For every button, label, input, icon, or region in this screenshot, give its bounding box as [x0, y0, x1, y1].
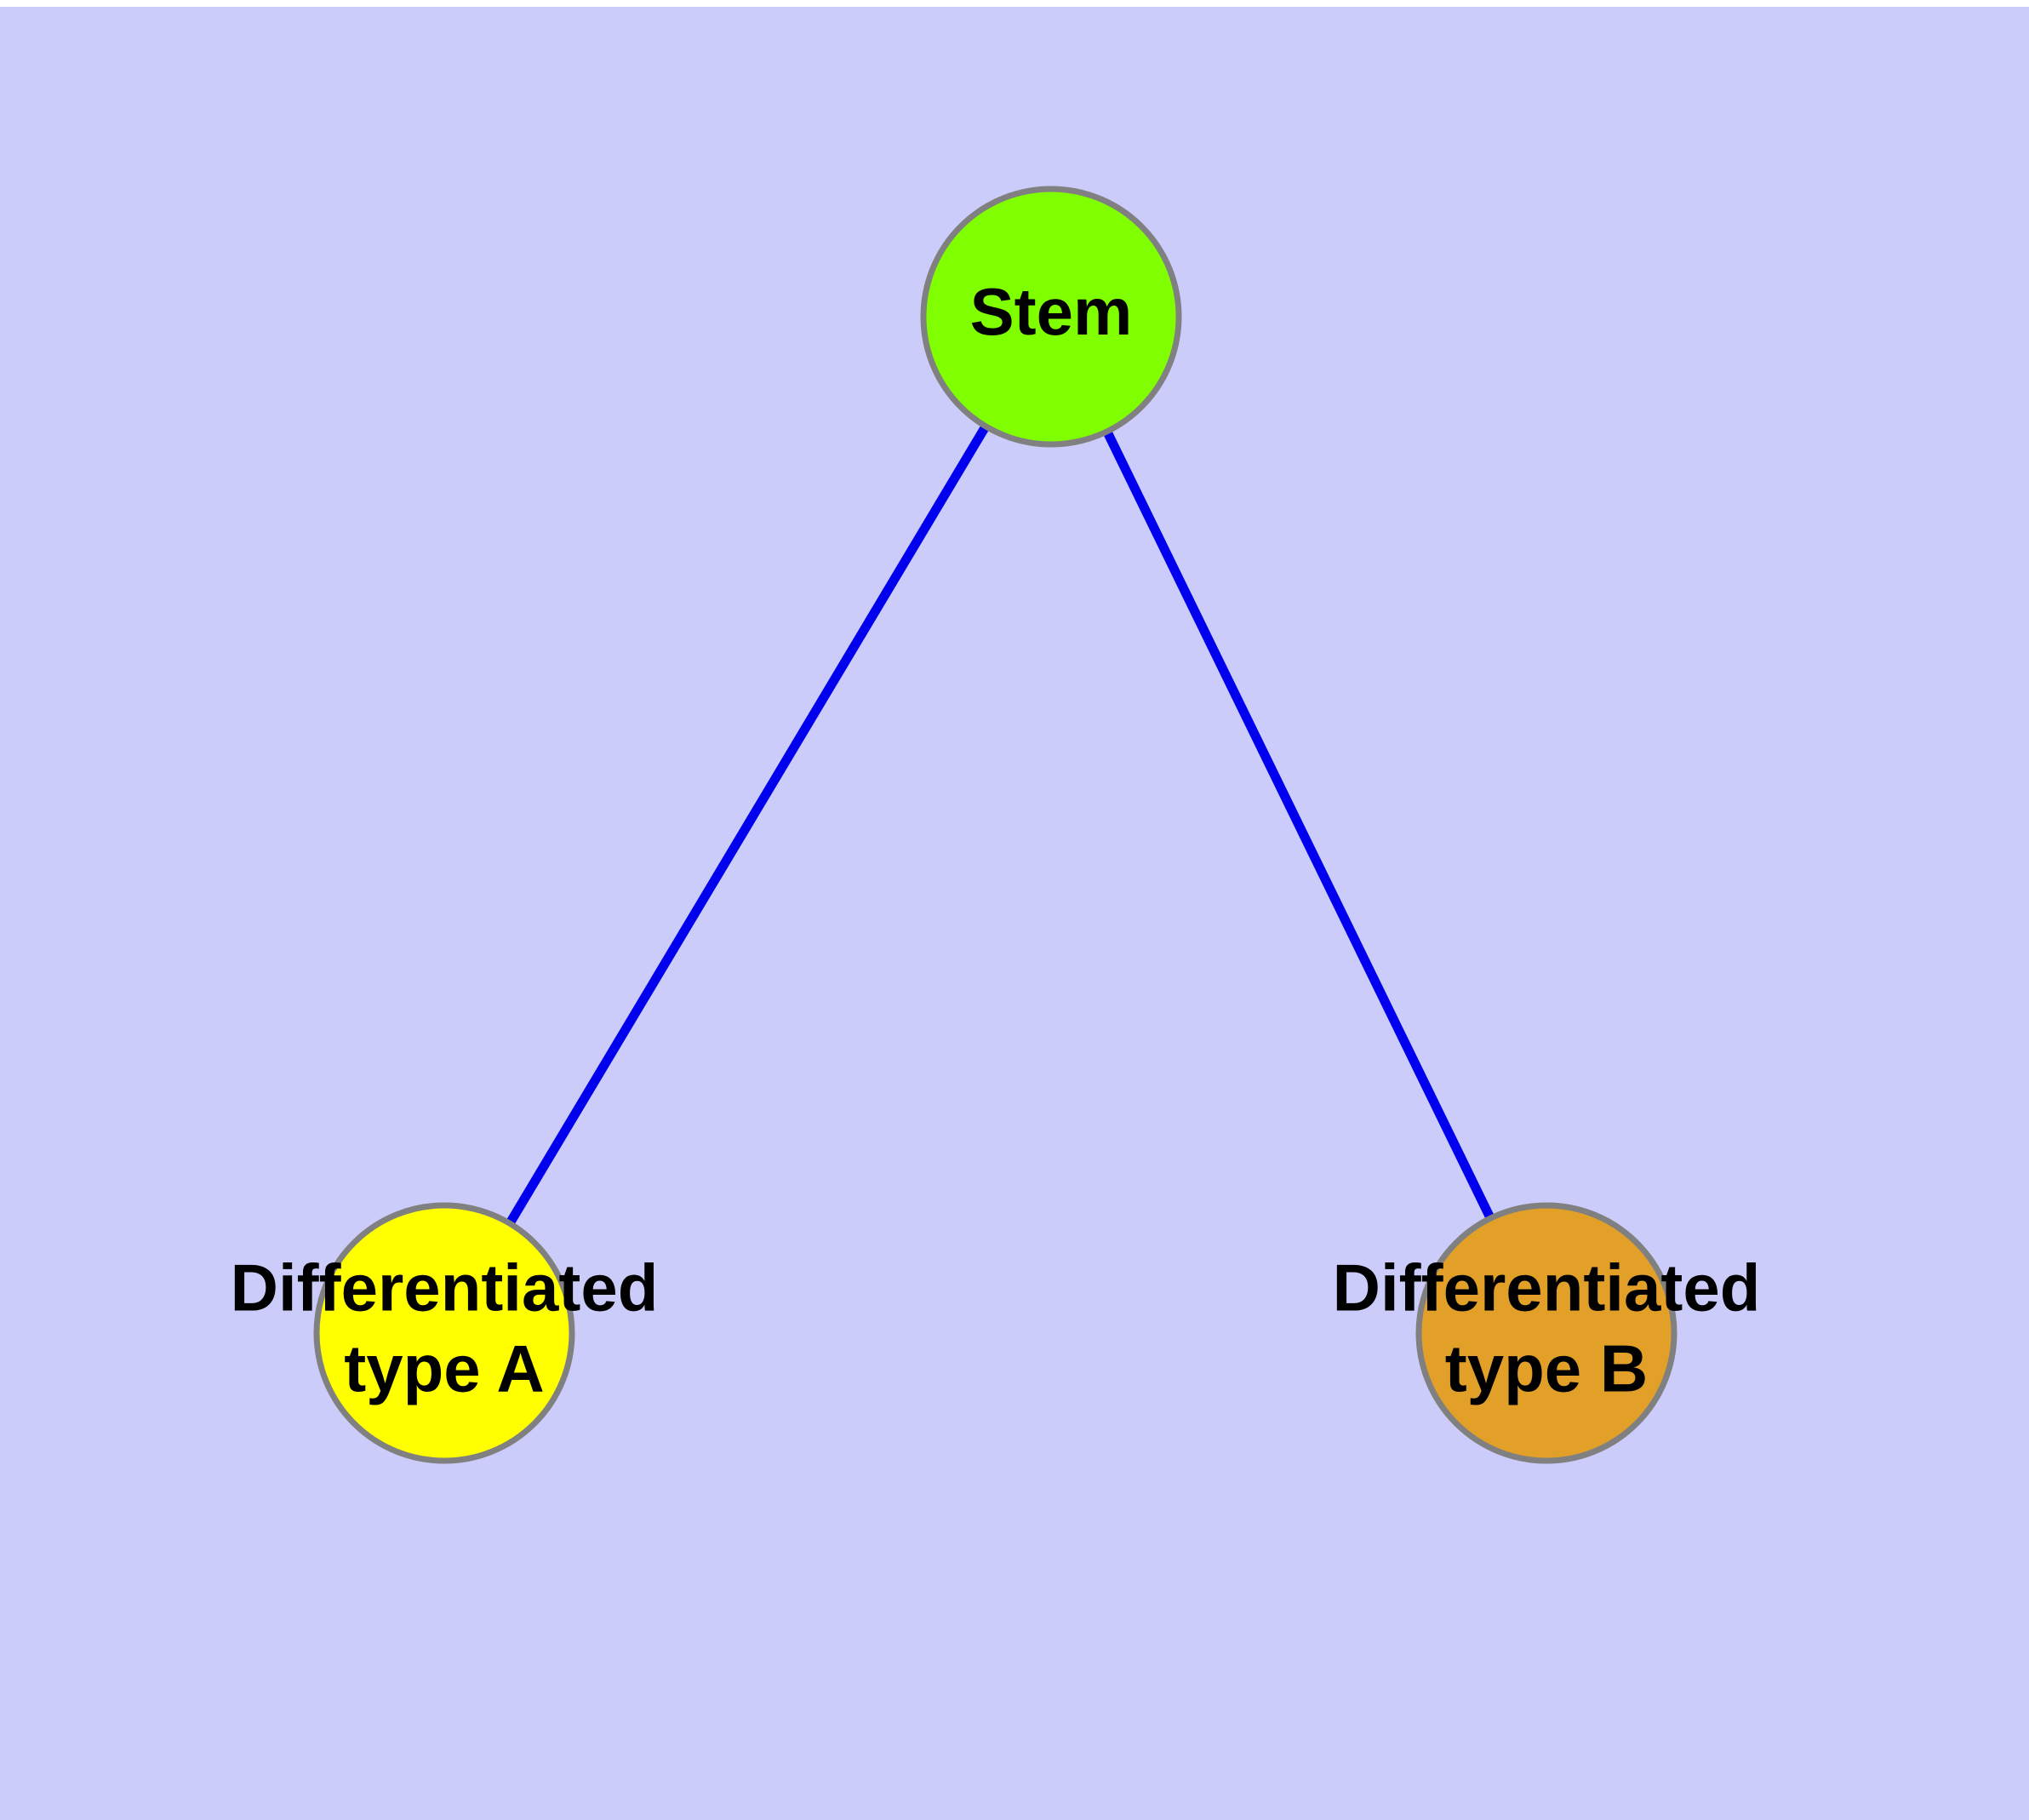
graph-node-label-line: type A: [344, 1331, 545, 1405]
graph-node-label-line: type B: [1445, 1331, 1648, 1405]
graph-node-label-line: Differentiated: [1333, 1250, 1761, 1325]
graph-edge-stem-to-diff-b: [1047, 314, 1551, 1336]
nodes-layer: [313, 186, 1677, 1464]
graph-node-label-stem: Stem: [970, 274, 1133, 349]
graph-node-label-line: Differentiated: [231, 1250, 659, 1325]
edges-layer: [440, 314, 1551, 1336]
graph-node-diff_b[interactable]: [1415, 1202, 1677, 1464]
graph-edge-stem-to-diff-a: [440, 314, 1055, 1336]
graph-node-stem[interactable]: [920, 186, 1182, 448]
graph-node-label-line: Stem: [970, 274, 1133, 349]
graph-node-diff_a[interactable]: [313, 1202, 575, 1464]
